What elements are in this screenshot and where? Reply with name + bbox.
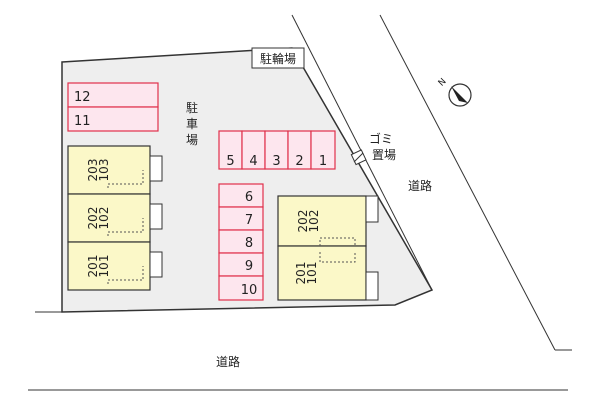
room-number-102-left: 102: [97, 207, 111, 230]
parking-number-12: 12: [74, 90, 91, 105]
parking-label-char-3: 場: [186, 133, 198, 147]
road-label-bottom: 道路: [216, 354, 240, 369]
stair-left-1: [107, 170, 144, 188]
building-left: 203 103 202 102 201 101: [67, 145, 163, 291]
bicycle-parking-box: [251, 47, 305, 69]
parking-space-1: [310, 130, 336, 170]
building-right: 202 102 201 101: [277, 195, 379, 301]
room-number-203: 203: [86, 159, 100, 182]
parking-space-11: [67, 106, 159, 132]
parking-label-char-1: 駐: [186, 100, 198, 115]
parking-top: 12 11: [67, 82, 159, 132]
garbage-label-2: 置場: [372, 148, 396, 162]
garbage-area-icon-slash: [353, 152, 364, 163]
parking-space-6: [218, 183, 264, 208]
stair-left-2: [107, 218, 144, 236]
road-edge-right-2: [379, 14, 556, 351]
parking-number-10: 10: [241, 283, 258, 298]
parking-space-9: [218, 252, 264, 277]
parking-number-7: 7: [245, 213, 253, 228]
balcony-right-2: [365, 271, 379, 301]
room-number-202-left: 202: [86, 207, 100, 230]
compass-n-label: N: [437, 77, 449, 89]
parking-space-7: [218, 206, 264, 231]
building-right-unit-1: [277, 195, 367, 247]
building-right-unit-2: [277, 245, 367, 301]
stair-left-3: [107, 266, 144, 284]
parking-space-10: [218, 275, 264, 301]
balcony-left-2: [149, 203, 163, 230]
parking-label-char-2: 車: [186, 117, 198, 131]
room-number-201-left: 201: [86, 255, 100, 278]
parking-number-8: 8: [245, 236, 253, 251]
balcony-left-1: [149, 155, 163, 182]
parking-number-2: 2: [295, 154, 303, 169]
parking-number-6: 6: [245, 190, 253, 205]
room-number-101-left: 101: [97, 255, 111, 278]
balcony-right-1: [365, 195, 379, 223]
balcony-left-3: [149, 251, 163, 278]
road-label-right: 道路: [408, 178, 432, 193]
room-number-202-right: 202: [296, 210, 310, 233]
parking-number-5: 5: [226, 154, 234, 169]
room-number-201-right: 201: [294, 262, 308, 285]
compass-needle-icon: [451, 86, 468, 103]
building-left-unit-1: [67, 145, 151, 195]
parking-col: 6 7 8 9 10: [218, 183, 264, 301]
building-left-unit-3: [67, 241, 151, 291]
parking-number-11: 11: [74, 114, 91, 129]
compass: N: [437, 77, 472, 107]
stair-right-1: [319, 237, 356, 246]
parking-number-9: 9: [245, 259, 253, 274]
parking-space-12: [67, 82, 159, 108]
parking-row: 5 4 3 2 1: [218, 130, 336, 170]
parking-number-3: 3: [272, 154, 280, 169]
parking-number-1: 1: [319, 154, 327, 169]
parking-space-8: [218, 229, 264, 254]
room-number-103: 103: [97, 159, 111, 182]
room-number-102-right: 102: [307, 210, 321, 233]
room-number-101-right: 101: [305, 262, 319, 285]
parking-number-4: 4: [249, 154, 257, 169]
bicycle-parking-label: 駐輪場: [260, 51, 296, 66]
stair-right-2: [319, 252, 356, 263]
garbage-label-1: ゴミ: [369, 131, 393, 146]
